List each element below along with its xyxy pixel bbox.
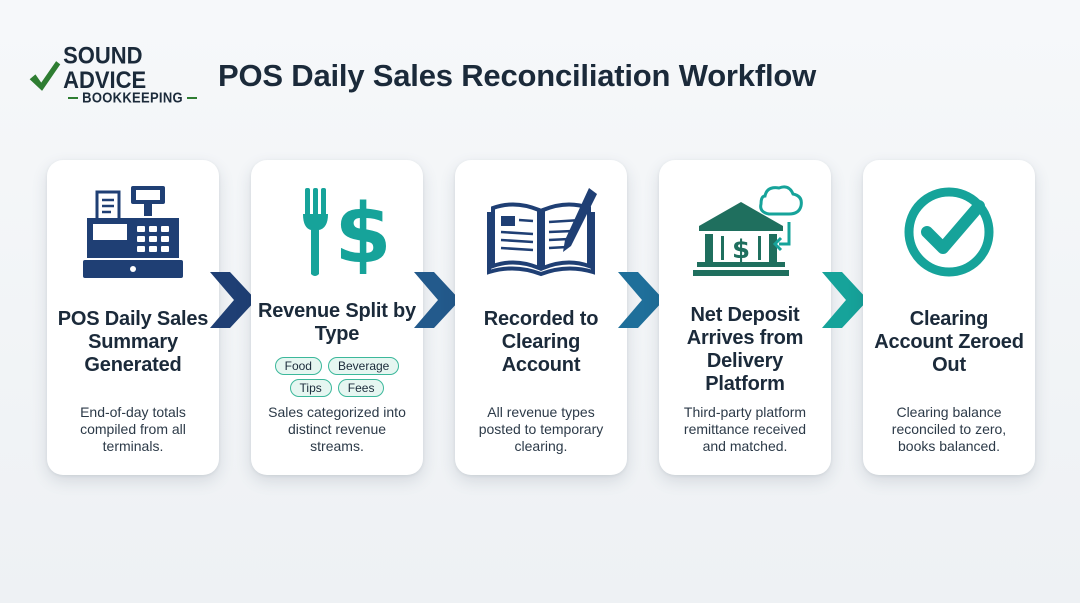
step-card-1: POS Daily Sales Summary Generated End-of… xyxy=(47,160,219,475)
chevron-right-icon xyxy=(618,272,664,328)
step-card-3: Recorded to Clearing Account All revenue… xyxy=(455,160,627,475)
checkmark-logo-icon xyxy=(29,61,61,91)
svg-text:$: $ xyxy=(732,235,750,265)
tag-tips: Tips xyxy=(289,379,332,397)
step-title: POS Daily Sales Summary Generated xyxy=(57,308,209,376)
step-card-2: $ Revenue Split by Type Food Beverage Ti… xyxy=(251,160,423,475)
company-logo: SOUND ADVICE BOOKKEEPING xyxy=(28,43,202,106)
step-card-5: Clearing Account Zeroed Out Clearing bal… xyxy=(863,160,1035,475)
step-title: Revenue Split by Type xyxy=(258,300,416,345)
page-title: POS Daily Sales Reconciliation Workflow xyxy=(218,58,817,93)
revenue-type-tags: Food Beverage Tips Fees xyxy=(251,357,423,397)
checkmark-circle-icon xyxy=(904,187,994,277)
fork-dollar-icon: $ xyxy=(303,187,392,280)
cash-register-icon xyxy=(83,186,183,278)
step-card-4: $ Net Deposit Arrives from Delivery Plat… xyxy=(659,160,831,475)
chevron-right-icon xyxy=(210,272,256,328)
step-description: Third-party platform remittance received… xyxy=(683,404,807,454)
step-title: Net Deposit Arrives from Delivery Platfo… xyxy=(686,304,804,395)
step-title: Recorded to Clearing Account xyxy=(483,308,599,376)
logo-line-2: BOOKKEEPING xyxy=(82,89,183,106)
logo-line-1: SOUND ADVICE xyxy=(63,41,147,94)
bank-cloud-icon: $ xyxy=(693,185,803,276)
step-description: All revenue types posted to temporary cl… xyxy=(478,404,604,454)
chevron-right-icon xyxy=(822,272,868,328)
tag-fees: Fees xyxy=(337,379,385,397)
header: SOUND ADVICE BOOKKEEPING POS Daily Sales… xyxy=(28,43,817,108)
tag-food: Food xyxy=(274,357,322,375)
step-description: Sales categorized into distinct revenue … xyxy=(268,404,406,454)
tag-beverage: Beverage xyxy=(327,357,400,375)
step-title: Clearing Account Zeroed Out xyxy=(874,308,1024,376)
svg-text:$: $ xyxy=(334,187,391,280)
step-description: Clearing balance reconciled to zero, boo… xyxy=(891,404,1007,454)
chevron-right-icon xyxy=(414,272,460,328)
open-ledger-pen-icon xyxy=(487,188,597,277)
step-description: End-of-day totals compiled from all term… xyxy=(80,404,186,454)
